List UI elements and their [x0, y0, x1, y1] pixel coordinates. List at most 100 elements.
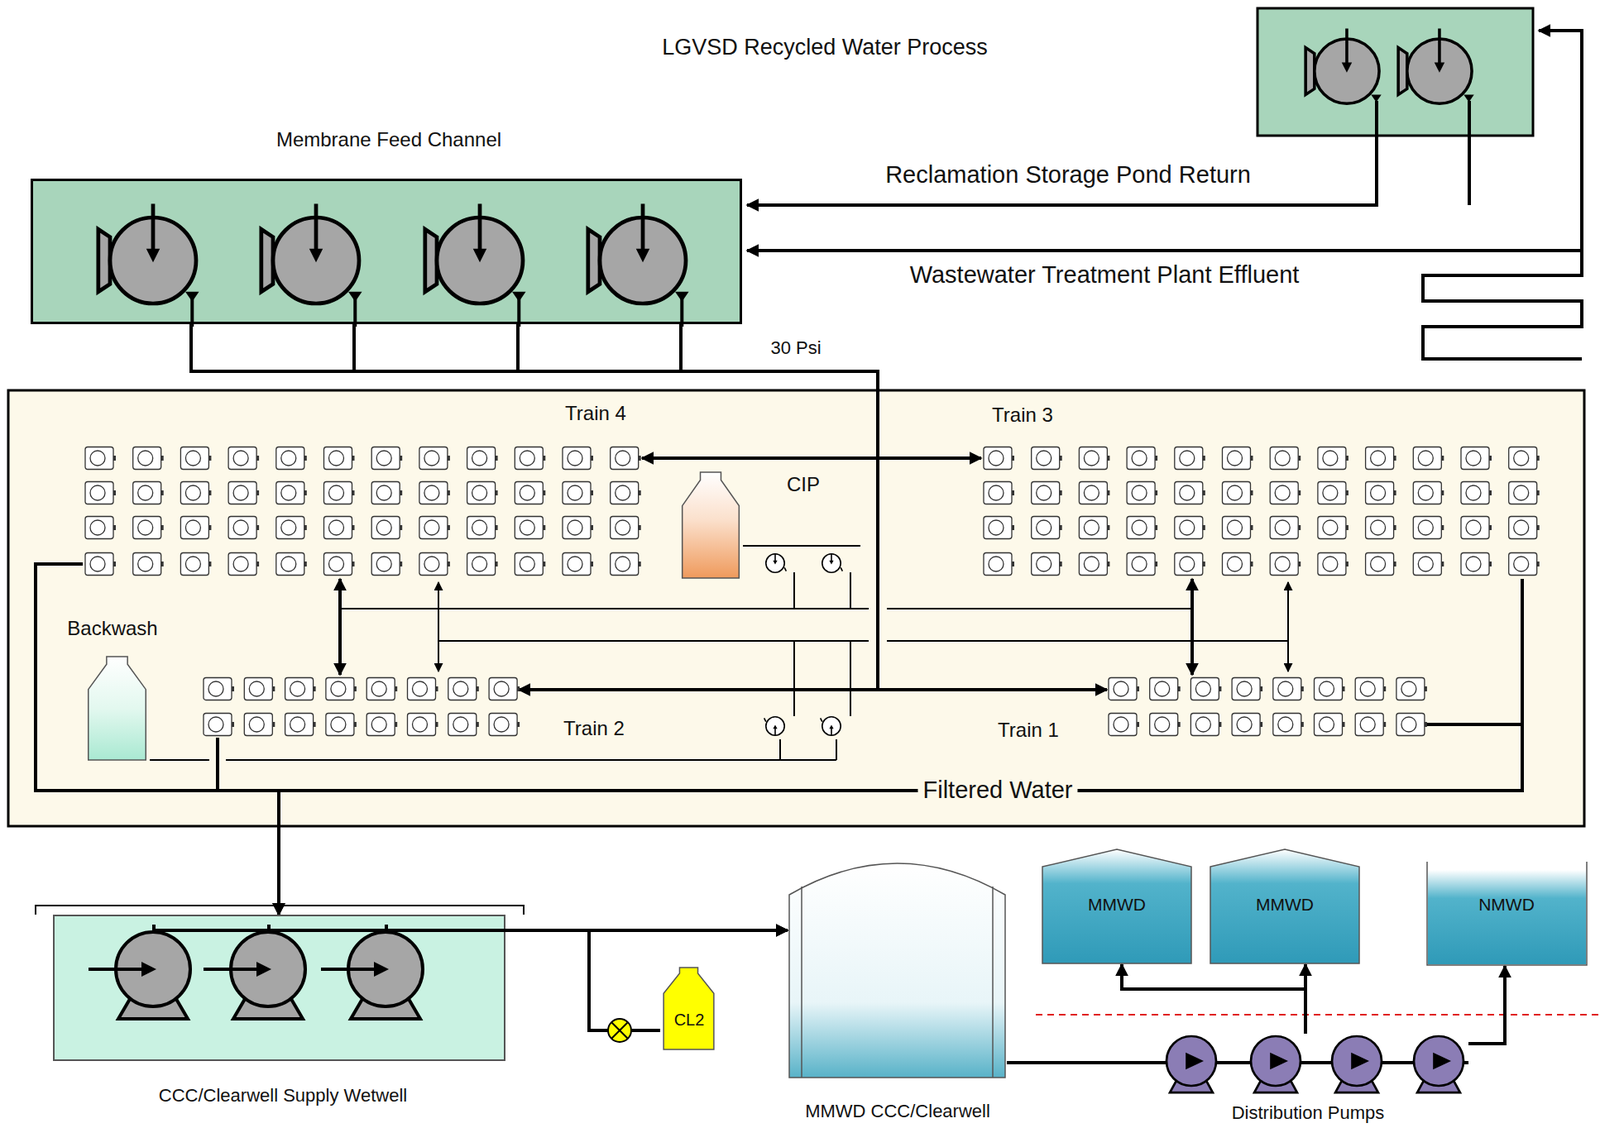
- membrane-module: [1178, 722, 1181, 728]
- membrane-module: [1202, 490, 1206, 496]
- membrane-module: [424, 450, 440, 466]
- membrane-module: [285, 678, 314, 701]
- membrane-module: [1394, 561, 1397, 567]
- membrane-module: [1154, 681, 1170, 697]
- membrane-module: [1394, 525, 1397, 531]
- storage-tank-shape: [1426, 862, 1588, 967]
- membrane-module: [138, 520, 154, 536]
- chlorine-tank: CL2: [660, 967, 718, 1051]
- membrane-module: [352, 490, 355, 496]
- membrane-module: [467, 553, 496, 576]
- membrane-module: [590, 490, 594, 496]
- membrane-module: [567, 556, 583, 572]
- text-label: 30 Psi: [770, 337, 821, 359]
- membrane-module: [493, 717, 509, 733]
- membrane-module: [304, 490, 307, 496]
- membrane-module: [1231, 713, 1260, 737]
- membrane-module: [366, 713, 395, 737]
- membrane-module: [495, 490, 499, 496]
- membrane-module: [313, 722, 317, 728]
- membrane-module: [1383, 686, 1386, 692]
- membrane-module: [1465, 485, 1481, 501]
- membrane-module: [1322, 556, 1338, 572]
- tank-outline: [1210, 849, 1360, 964]
- membrane-module: [472, 556, 488, 572]
- membrane-module: [988, 450, 1004, 466]
- membrane-module: [1537, 561, 1540, 567]
- membrane-module: [1083, 556, 1099, 572]
- membrane-module: [249, 717, 264, 733]
- membrane-module: [615, 520, 631, 536]
- membrane-module: [412, 681, 428, 697]
- membrane-module: [590, 455, 594, 461]
- text-label: Reclamation Storage Pond Return: [885, 161, 1251, 189]
- node-label: Train 2: [563, 717, 625, 741]
- membrane-module: [233, 556, 249, 572]
- membrane-module: [1036, 485, 1052, 501]
- storage-tank: MMWD: [1209, 848, 1361, 965]
- backwash-pump: [820, 717, 842, 736]
- membrane-module: [208, 525, 211, 531]
- membrane-module: [1131, 450, 1147, 466]
- membrane-module: [1417, 450, 1433, 466]
- membrane-module: [276, 553, 305, 576]
- membrane-module: [495, 525, 499, 531]
- membrane-module: [1274, 450, 1290, 466]
- membrane-module: [1036, 556, 1052, 572]
- pump-symbol: [1166, 1036, 1217, 1093]
- membrane-module: [1059, 490, 1063, 496]
- membrane-module: [1190, 713, 1219, 737]
- membrane-module: [208, 561, 211, 567]
- membrane-module: [1489, 561, 1492, 567]
- membrane-module: [1319, 681, 1335, 697]
- membrane-module: [1195, 717, 1211, 733]
- membrane-module: [329, 520, 345, 536]
- membrane-module: [1278, 681, 1294, 697]
- tank-water: [1427, 870, 1586, 965]
- storage-tank: MMWD: [1041, 848, 1193, 965]
- membrane-module: [1174, 517, 1203, 540]
- membrane-module: [1424, 686, 1428, 692]
- membrane-module: [1174, 553, 1203, 576]
- membrane-module: [447, 455, 451, 461]
- pipe-connector: [1121, 964, 1306, 1035]
- membrane-module: [1273, 713, 1302, 737]
- membrane-module: [1489, 490, 1492, 496]
- membrane-module: [281, 450, 297, 466]
- pipe: [190, 297, 194, 327]
- membrane-module: [231, 722, 235, 728]
- membrane-module: [1106, 525, 1110, 531]
- membrane-module: [983, 553, 1012, 576]
- membrane-module: [1314, 713, 1343, 737]
- membrane-module: [394, 686, 398, 692]
- pipe: [153, 924, 506, 931]
- membrane-module: [1274, 485, 1290, 501]
- tank-outline: [1042, 849, 1192, 964]
- membrane-module: [1342, 722, 1346, 728]
- membrane-module: [272, 722, 275, 728]
- node-label: MMWD: [1255, 895, 1314, 915]
- membrane-module: [1508, 517, 1538, 540]
- boundary-line: [1035, 1014, 1600, 1016]
- feed-channel-shape: [33, 181, 745, 327]
- membrane-module: [304, 455, 307, 461]
- membrane-train-shape: [981, 401, 1541, 580]
- membrane-module: [419, 447, 448, 470]
- membrane-module: [1078, 482, 1107, 505]
- membrane-module: [1113, 681, 1129, 697]
- membrane-module: [407, 713, 436, 737]
- membrane-module: [1202, 455, 1206, 461]
- membrane-module: [371, 717, 387, 733]
- membrane-module: [276, 517, 305, 540]
- membrane-module: [1317, 447, 1347, 470]
- membrane-module: [330, 681, 346, 697]
- membrane-module: [1365, 517, 1395, 540]
- membrane-module: [1083, 520, 1099, 536]
- clearwell-tank: MMWD CCC/Clearwell: [787, 857, 1007, 1079]
- membrane-module: [329, 485, 345, 501]
- backwash-tank-shape: [84, 656, 150, 762]
- membrane-module: [1413, 553, 1442, 576]
- membrane-module: [493, 681, 509, 697]
- membrane-module: [1179, 485, 1195, 501]
- membrane-train: Train 2: [201, 675, 519, 738]
